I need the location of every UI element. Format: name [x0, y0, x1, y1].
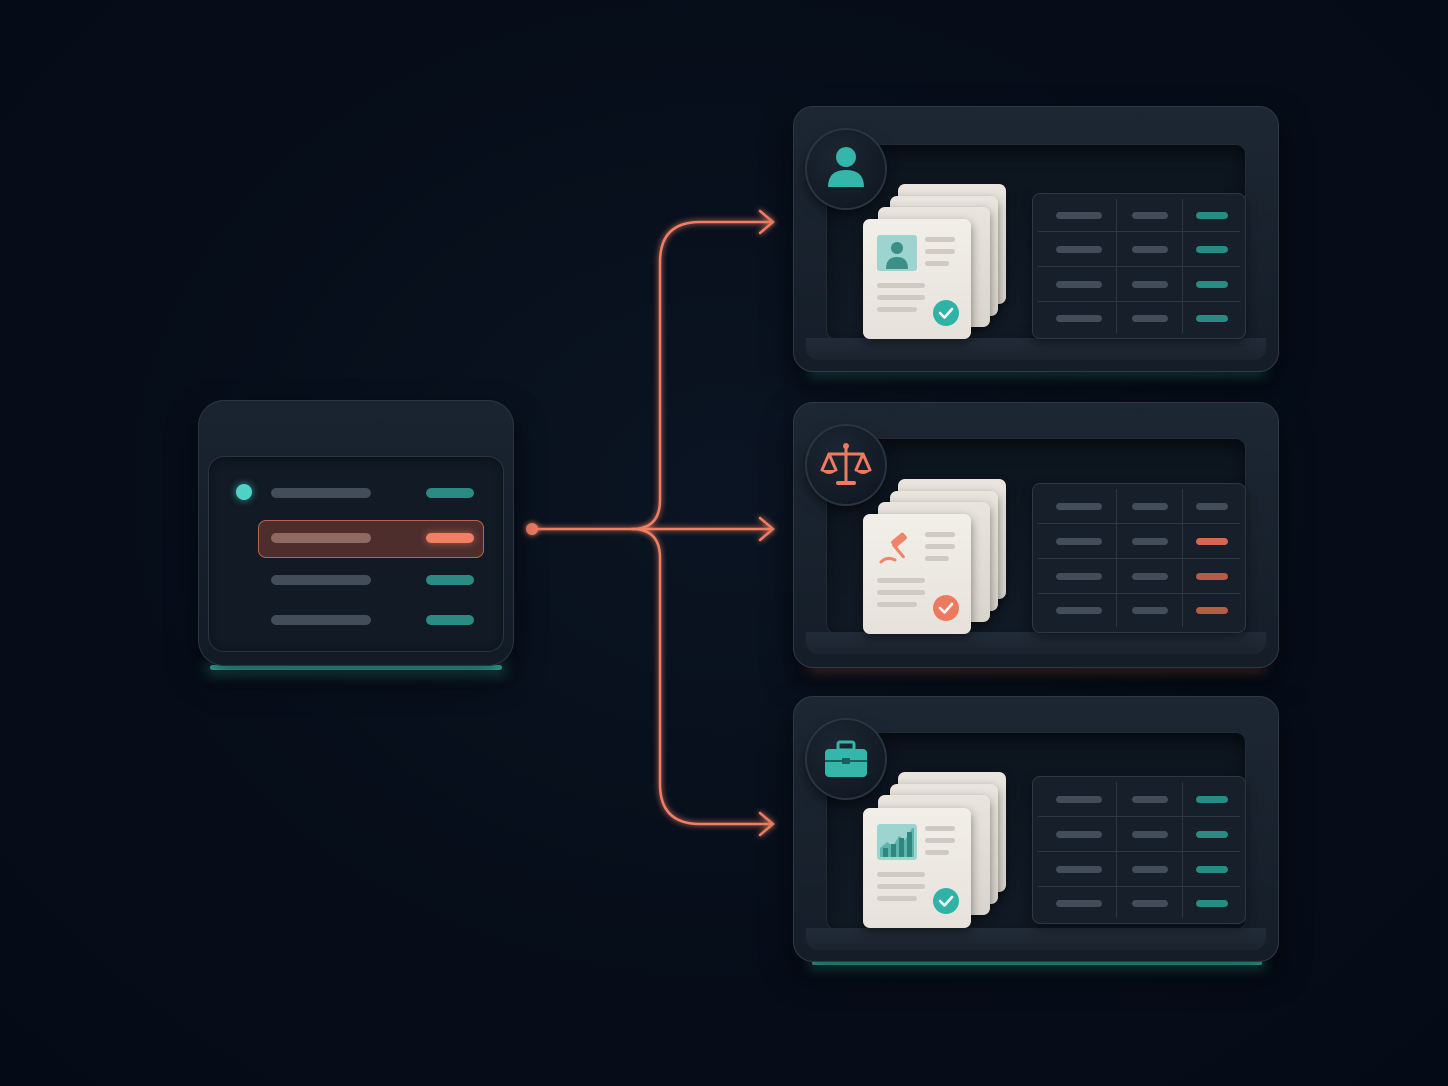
table-value-cell: [1196, 503, 1228, 510]
target-person-table: [1032, 193, 1246, 339]
target-business-shelf: [806, 928, 1266, 950]
source-row-1-label[interactable]: [271, 488, 371, 498]
source-row-3-value: [426, 575, 474, 585]
table-value-cell: [1196, 866, 1228, 873]
table-value-cell: [1196, 315, 1228, 322]
source-row-4-value: [426, 615, 474, 625]
target-person-badge: [807, 130, 885, 208]
gavel-icon: [877, 530, 917, 566]
source-row-4-label[interactable]: [271, 615, 371, 625]
table-value-cell: [1196, 281, 1228, 288]
bar-chart-icon: [877, 824, 917, 860]
connector-branch-business: [630, 527, 772, 826]
check-icon: [933, 595, 959, 621]
table-value-cell: [1196, 831, 1228, 838]
connector-branch-person: [630, 220, 772, 531]
target-business-table: [1032, 776, 1246, 924]
table-value-cell: [1196, 900, 1228, 907]
source-panel-glow: [210, 665, 502, 670]
target-business-badge: [807, 720, 885, 798]
doc-business-front: [863, 808, 971, 928]
table-value-cell: [1196, 573, 1228, 580]
table-value-cell: [1196, 538, 1228, 545]
person-photo-icon: [877, 235, 917, 271]
source-row-2-label[interactable]: [271, 533, 371, 543]
scales-icon: [820, 443, 872, 485]
target-person-shelf: [806, 338, 1266, 360]
check-icon: [933, 888, 959, 914]
table-value-cell: [1196, 212, 1228, 219]
target-legal-table: [1032, 483, 1246, 633]
table-value-cell: [1196, 246, 1228, 253]
arrow-head-person: [758, 209, 775, 235]
source-row-3-label[interactable]: [271, 575, 371, 585]
doc-legal-front: [863, 514, 971, 634]
table-value-cell: [1196, 607, 1228, 614]
arrow-head-business: [758, 811, 775, 837]
check-icon: [933, 300, 959, 326]
source-row-1-value: [426, 488, 474, 498]
source-row-2-value: [426, 533, 474, 543]
briefcase-icon: [825, 740, 867, 777]
active-indicator-dot: [236, 484, 252, 500]
doc-person-front: [863, 219, 971, 339]
connector-origin-dot: [526, 523, 538, 535]
arrow-head-legal: [758, 516, 775, 542]
target-legal-shelf: [806, 632, 1266, 654]
target-business-glow: [812, 961, 1262, 965]
target-legal-badge: [807, 426, 885, 504]
person-icon: [828, 147, 864, 187]
table-value-cell: [1196, 796, 1228, 803]
